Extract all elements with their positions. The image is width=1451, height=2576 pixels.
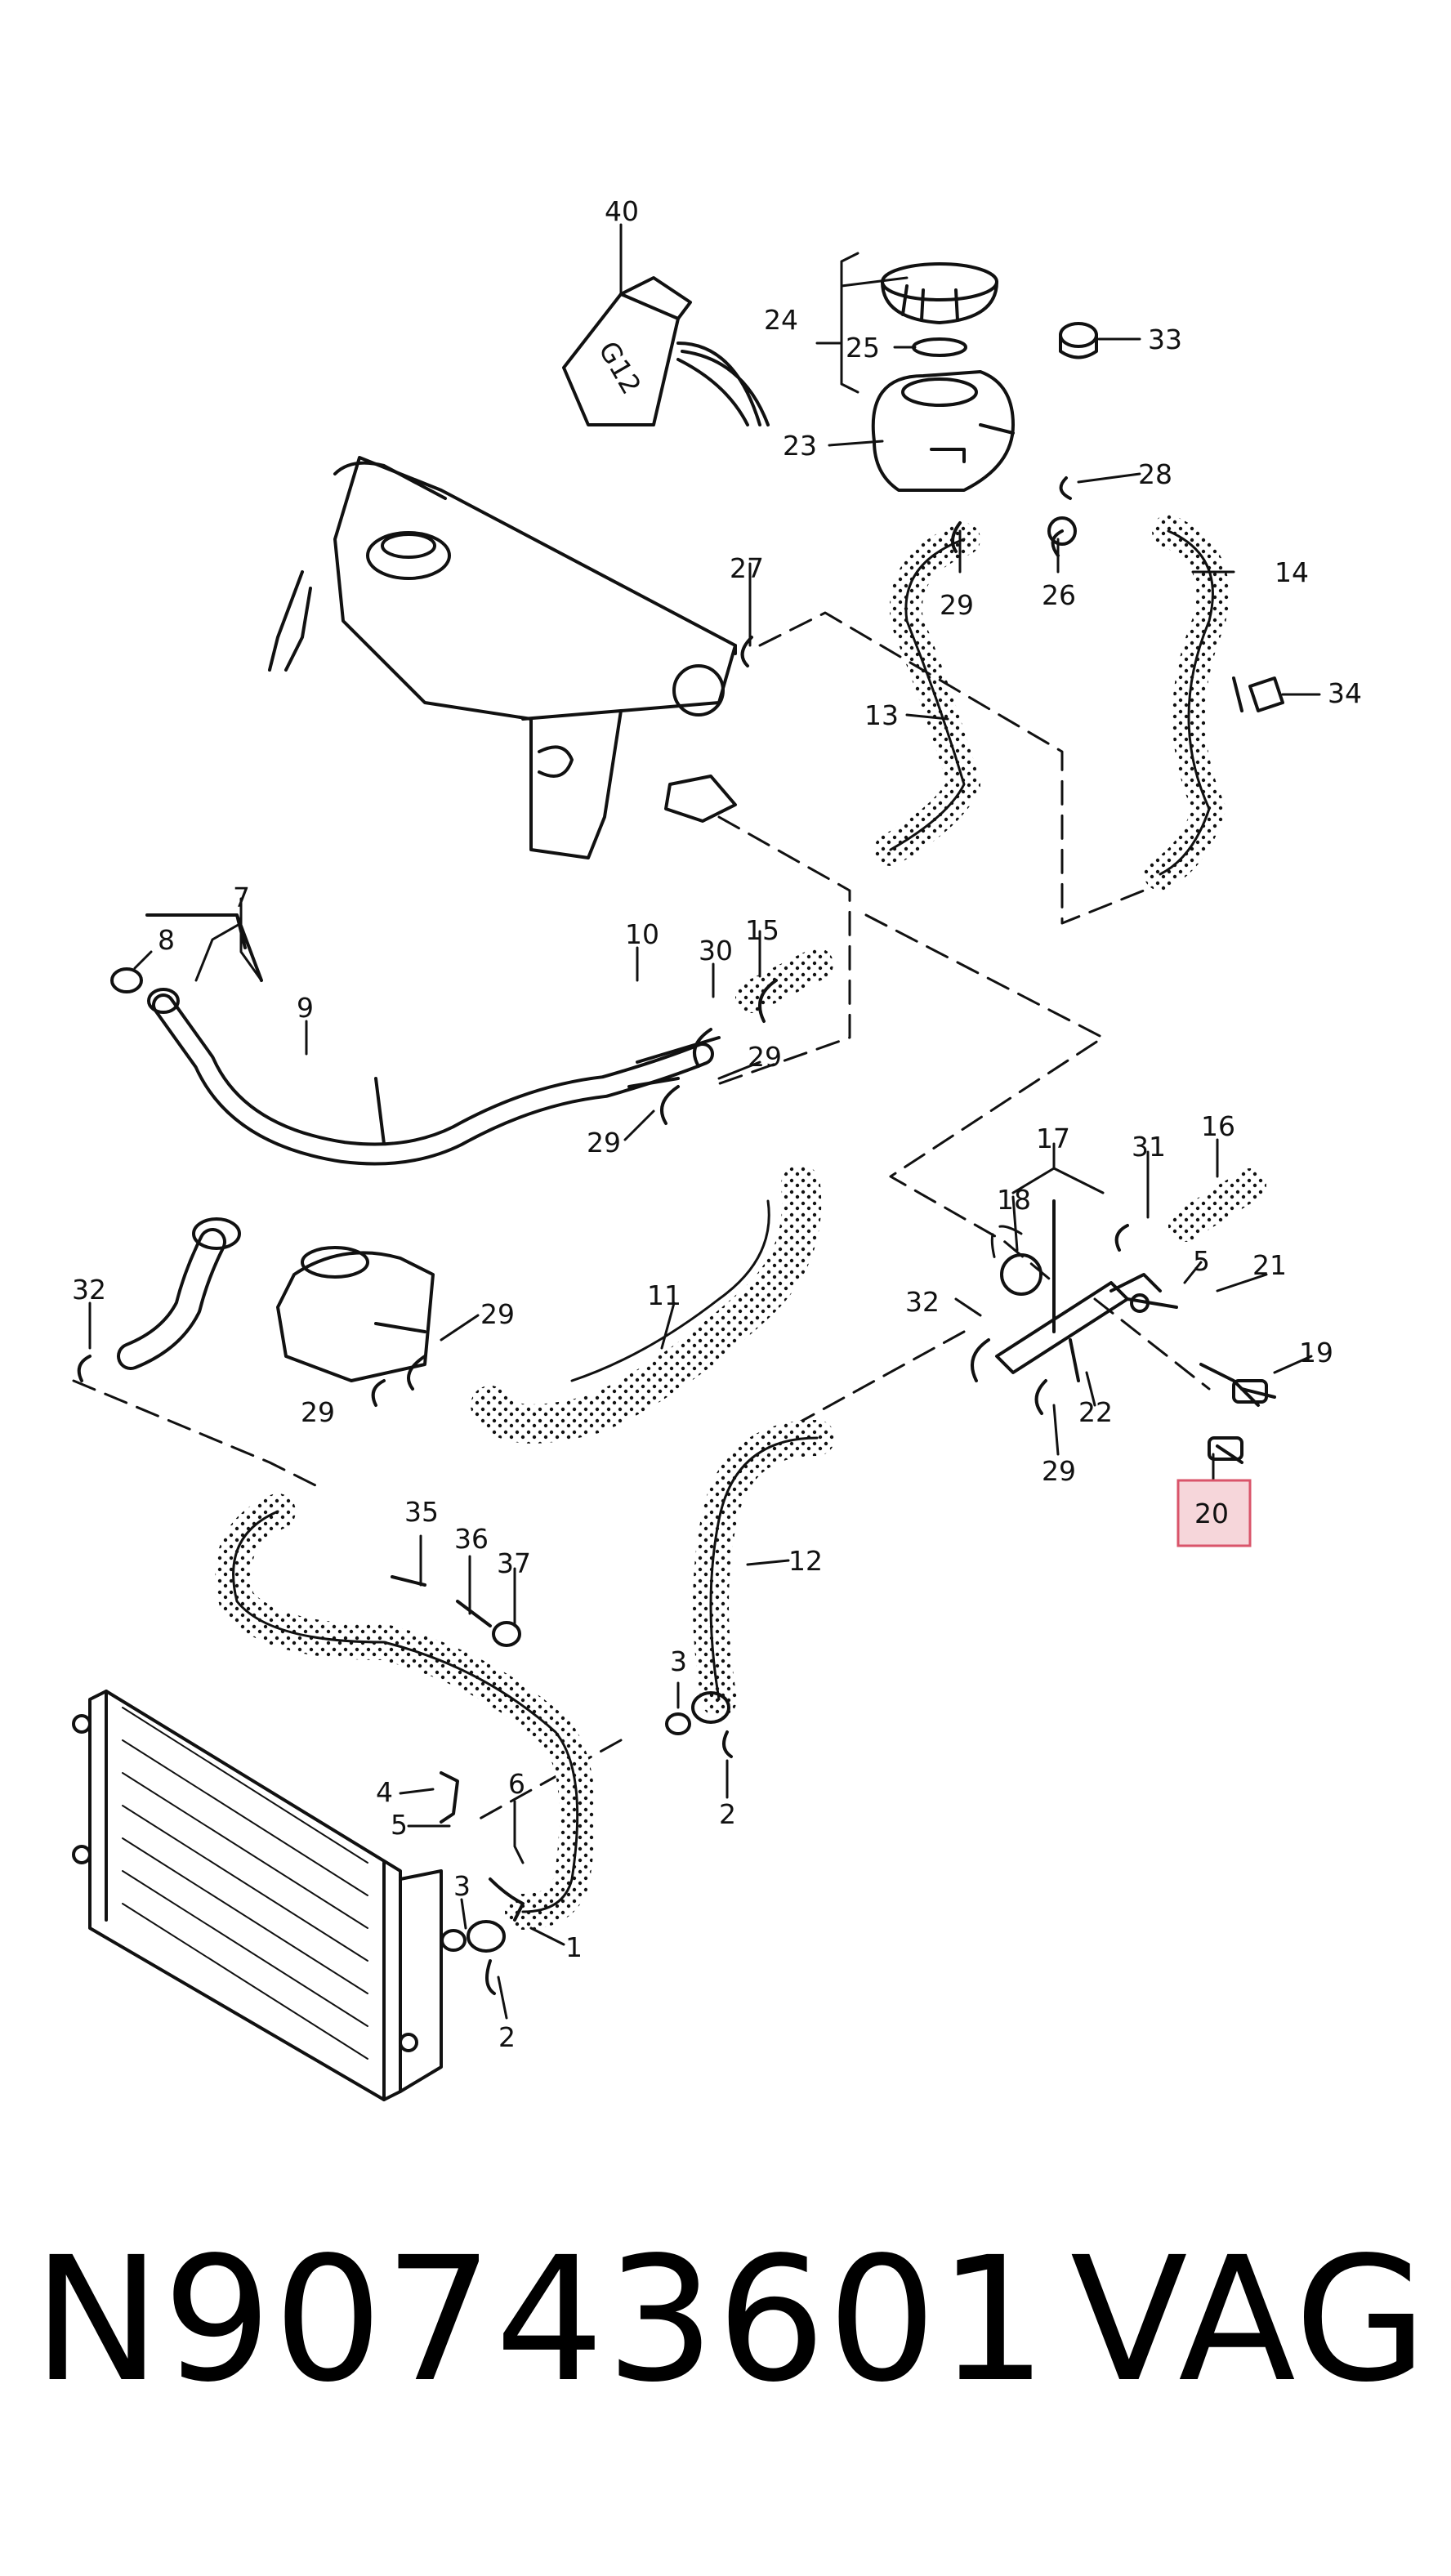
- hose-11: [471, 1165, 822, 1444]
- callout-15: 15: [745, 914, 779, 946]
- callout-1: 1: [565, 1931, 583, 1963]
- callout-29f: 29: [1042, 1455, 1076, 1487]
- callout-40: 40: [605, 195, 639, 227]
- sensor-label: G12: [592, 336, 648, 400]
- callout-24: 24: [764, 304, 798, 336]
- brand-name: VAG: [1070, 2220, 1429, 2420]
- callout-34: 34: [1328, 677, 1362, 709]
- callout-33: 33: [1148, 324, 1182, 355]
- highlight-box: [1176, 1479, 1252, 1547]
- hose-15: [735, 948, 833, 1013]
- callout-18: 18: [997, 1184, 1031, 1216]
- radiator: [72, 1690, 443, 2101]
- callout-10: 10: [625, 918, 659, 950]
- callout-29e: 29: [301, 1396, 335, 1428]
- callout-8: 8: [158, 924, 175, 956]
- callout-5b: 5: [391, 1809, 408, 1841]
- callout-16: 16: [1201, 1110, 1235, 1142]
- grommet-33: [1059, 322, 1098, 348]
- expansion-tank: [871, 262, 1015, 492]
- hose-16: [1168, 1168, 1266, 1242]
- callout-32b: 32: [72, 1274, 106, 1306]
- part-number: N90743601: [33, 2220, 1049, 2420]
- callout-3b: 3: [453, 1870, 471, 1902]
- callout-29b: 29: [748, 1041, 782, 1073]
- callout-26: 26: [1042, 579, 1076, 611]
- callout-6: 6: [508, 1768, 525, 1800]
- callout-31: 31: [1132, 1131, 1166, 1163]
- callout-labels: 40 24 25 33 23 28 14 27 29 26 13 34 7 8 …: [72, 195, 1362, 2053]
- parts-diagram: G12 40 24 25 33 23 28 14 27 29 26 13 34 …: [72, 195, 1362, 2101]
- callout-9: 9: [297, 992, 314, 1024]
- callout-5a: 5: [1193, 1245, 1210, 1277]
- brake-reservoir: [276, 1246, 435, 1382]
- callout-12: 12: [788, 1545, 823, 1577]
- callout-36: 36: [454, 1523, 489, 1555]
- callout-29a: 29: [940, 589, 974, 621]
- callout-13: 13: [864, 699, 899, 731]
- coolant-level-sensor: [562, 276, 770, 426]
- callout-19: 19: [1299, 1337, 1333, 1368]
- callout-32a: 32: [905, 1286, 940, 1318]
- callout-23: 23: [783, 430, 817, 462]
- callout-28: 28: [1138, 458, 1172, 490]
- callout-3a: 3: [670, 1645, 687, 1677]
- callout-7: 7: [233, 882, 250, 913]
- callout-35: 35: [404, 1496, 439, 1528]
- callout-4: 4: [376, 1776, 393, 1808]
- callout-2b: 2: [498, 2021, 516, 2053]
- callout-25: 25: [846, 332, 880, 364]
- callout-2a: 2: [719, 1798, 736, 1830]
- callout-30: 30: [699, 935, 733, 967]
- callout-11: 11: [647, 1279, 681, 1311]
- callout-29d: 29: [480, 1298, 515, 1330]
- callout-20: 20: [1194, 1498, 1229, 1529]
- callout-14: 14: [1275, 556, 1309, 588]
- callout-29c: 29: [587, 1127, 621, 1159]
- callout-37: 37: [497, 1547, 531, 1579]
- callout-17: 17: [1036, 1123, 1070, 1154]
- engine-block: [268, 456, 737, 859]
- hose-13: [874, 523, 980, 866]
- callout-22: 22: [1078, 1396, 1113, 1428]
- connector-lines: [72, 611, 1211, 1824]
- callout-21: 21: [1252, 1249, 1287, 1281]
- coolant-flange-17: [995, 1199, 1162, 1382]
- callout-27: 27: [730, 552, 764, 584]
- leader-lines: [88, 223, 1321, 2020]
